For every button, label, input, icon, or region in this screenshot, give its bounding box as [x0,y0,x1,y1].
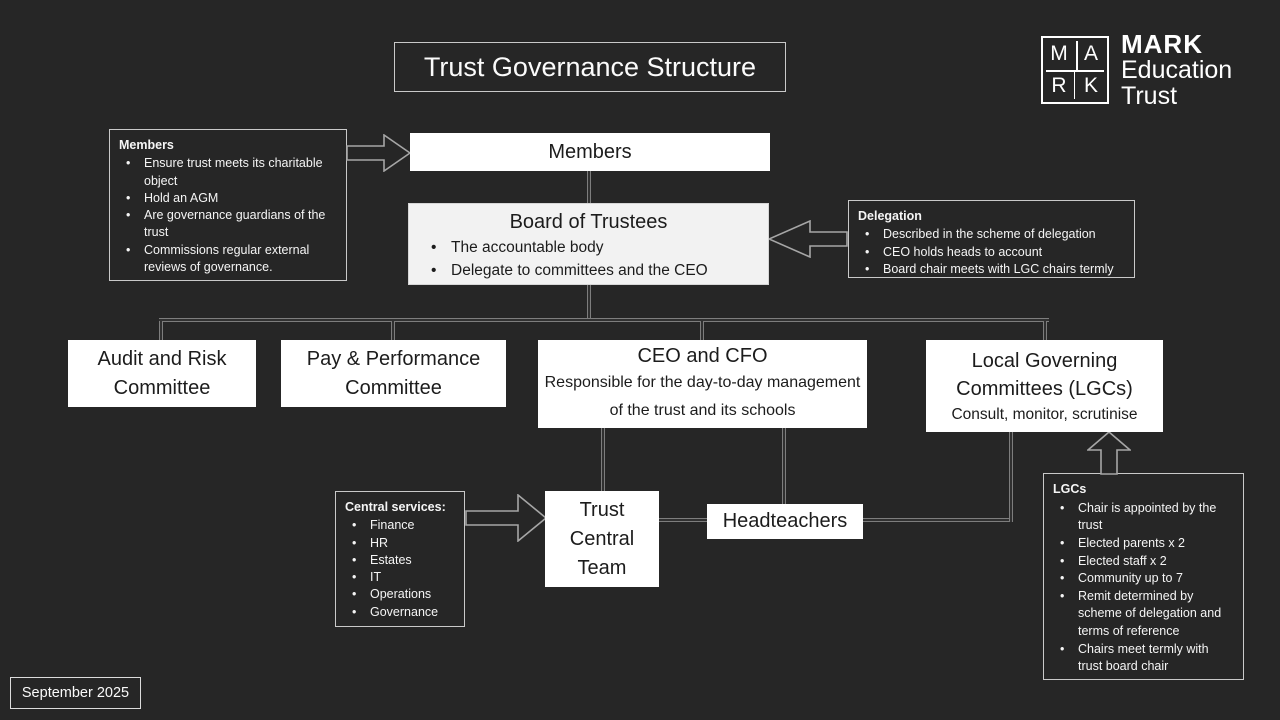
node-ceo-cfo: CEO and CFO Responsible for the day-to-d… [538,340,867,428]
node-headteachers: Headteachers [707,504,863,539]
bullet-item: HR [345,535,455,553]
bullet-item: Hold an AGM [119,190,337,208]
annotation-bullets: Described in the scheme of delegationCEO… [858,226,1125,278]
mark-education-trust-logo: M A R K MARK Education Trust [1041,31,1232,109]
connector-lgc-down [1009,432,1013,522]
bullet-item: CEO holds heads to account [858,244,1125,262]
connector-bus-ceo [700,321,704,340]
bullet-item: Community up to 7 [1053,570,1234,588]
bullet-item: Governance [345,604,455,622]
logo-letter: M [1050,42,1068,65]
arrow-central-services-icon [465,494,547,542]
connector-bus [159,318,1049,322]
bullet-item: Delegate to committees and the CEO [409,259,768,283]
logo-word-trust: Trust [1121,82,1178,110]
arrow-delegation-annotation-icon [768,220,848,258]
bullet-item: Elected staff x 2 [1053,553,1234,571]
connector-bus-audit [159,321,163,340]
lgcs-annotation-box: LGCs Chair is appointed by the trustElec… [1043,473,1244,680]
connector-members-board [587,171,591,203]
bullet-item: Remit determined by scheme of delegation… [1053,588,1234,641]
bullet-item: IT [345,569,455,587]
connector-ceo-tct [601,428,605,491]
connector-bus-pay [391,321,395,340]
node-members: Members [410,133,770,171]
logo-divider [1073,70,1076,99]
bullet-item: Described in the scheme of delegation [858,226,1125,244]
node-subtitle: Consult, monitor, scrutinise [951,405,1138,423]
logo-letter: K [1083,74,1098,97]
bullet-item: Finance [345,517,455,535]
bullet-item: Estates [345,552,455,570]
node-title: Local Governing Committees (LGCs) [956,349,1133,400]
bullet-item: Commissions regular external reviews of … [119,242,337,277]
logo-letter: A [1083,42,1098,65]
node-pay-performance-committee: Pay & Performance Committee [281,340,506,407]
logo-wordmark: MARK Education Trust [1121,31,1232,109]
arrow-members-annotation-icon [346,134,411,172]
bullet-item: Chairs meet termly with trust board chai… [1053,641,1234,676]
annotation-title: LGCs [1053,482,1087,496]
bullet-item: Elected parents x 2 [1053,535,1234,553]
node-subtitle: Responsible for the day-to-day managemen… [544,374,861,419]
logo-divider [1076,41,1078,70]
bullet-item: Chair is appointed by the trust [1053,500,1234,535]
node-board-of-trustees: Board of Trustees The accountable bodyDe… [408,203,769,285]
annotation-bullets: Chair is appointed by the trustElected p… [1053,500,1234,676]
bullet-item: Operations [345,586,455,604]
node-local-governing-committees: Local Governing Committees (LGCs) Consul… [926,340,1163,432]
logo-letter: R [1051,74,1067,97]
node-bullets: The accountable bodyDelegate to committe… [409,236,768,283]
connector-board-bus [587,285,591,318]
annotation-title: Delegation [858,209,922,223]
logo-word-education: Education [1121,56,1233,84]
connector-bus-lgc [1043,321,1047,340]
annotation-bullets: FinanceHREstatesITOperationsGovernance [345,517,455,621]
members-annotation-box: Members Ensure trust meets its charitabl… [109,129,347,281]
connector-ceo-headteachers [782,428,786,504]
annotation-bullets: Ensure trust meets its charitable object… [119,155,337,276]
node-title: Board of Trustees [509,211,668,233]
node-audit-risk-committee: Audit and Risk Committee [68,340,256,407]
arrow-lgcs-annotation-icon [1087,431,1131,475]
node-trust-central-team: Trust Central Team [545,491,659,587]
logo-word-mark: MARK [1121,29,1203,59]
mark-logo-icon: M A R K [1041,36,1109,104]
bullet-item: Ensure trust meets its charitable object [119,155,337,190]
page-title: Trust Governance Structure [394,42,786,92]
central-services-annotation-box: Central services: FinanceHREstatesITOper… [335,491,465,627]
node-title: CEO and CFO [637,345,768,367]
annotation-title: Members [119,138,174,152]
bullet-item: Board chair meets with LGC chairs termly [858,261,1125,279]
bullet-item: The accountable body [409,236,768,260]
bullet-item: Are governance guardians of the trust [119,207,337,242]
delegation-annotation-box: Delegation Described in the scheme of de… [848,200,1135,278]
annotation-title: Central services: [345,500,446,514]
date-badge: September 2025 [10,677,141,709]
